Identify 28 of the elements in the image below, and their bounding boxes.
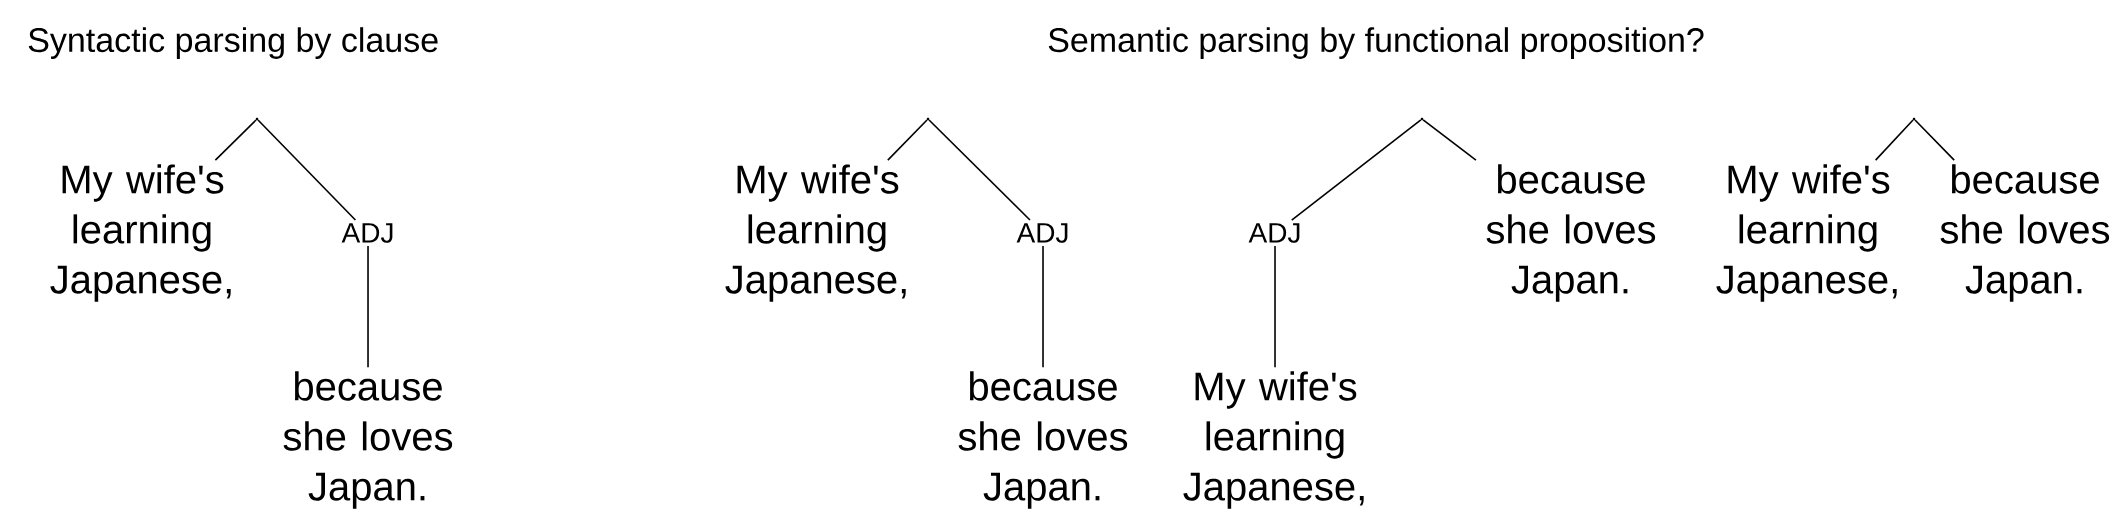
phrase-text: My wife's learning Japanese, bbox=[50, 164, 231, 302]
category-label: ADJ bbox=[1248, 223, 1300, 243]
phrase-text: My wife's learning Japanese, bbox=[1716, 164, 1897, 302]
branch-point bbox=[1912, 117, 1916, 121]
tree-branch bbox=[1874, 119, 1914, 161]
tree-branch bbox=[928, 119, 1031, 221]
tree-branch bbox=[214, 119, 257, 161]
tree-branch bbox=[887, 119, 928, 161]
category-label: ADJ bbox=[341, 223, 393, 243]
phrase-text: because she loves Japan. bbox=[1940, 164, 2110, 302]
phrase-text: My wife's learning Japanese, bbox=[1183, 371, 1364, 509]
tree-branch bbox=[1914, 119, 1955, 161]
tree-branch bbox=[367, 245, 369, 368]
category-label: ADJ bbox=[1016, 223, 1068, 243]
tree-branch bbox=[257, 119, 357, 221]
tree-branch bbox=[1422, 119, 1477, 161]
phrase-text: because she loves Japan. bbox=[283, 371, 453, 509]
heading: Semantic parsing by functional proposition? bbox=[1048, 27, 1704, 59]
branch-point bbox=[255, 117, 259, 121]
heading: Syntactic parsing by clause bbox=[28, 27, 438, 59]
tree-branch bbox=[1042, 245, 1044, 368]
tree-branch bbox=[1290, 119, 1422, 221]
phrase-text: because she loves Japan. bbox=[1486, 164, 1656, 302]
phrase-text: because she loves Japan. bbox=[958, 371, 1128, 509]
branch-point bbox=[1420, 117, 1424, 121]
branch-point bbox=[926, 117, 930, 121]
tree-branch bbox=[1274, 245, 1276, 368]
phrase-text: My wife's learning Japanese, bbox=[725, 164, 906, 302]
